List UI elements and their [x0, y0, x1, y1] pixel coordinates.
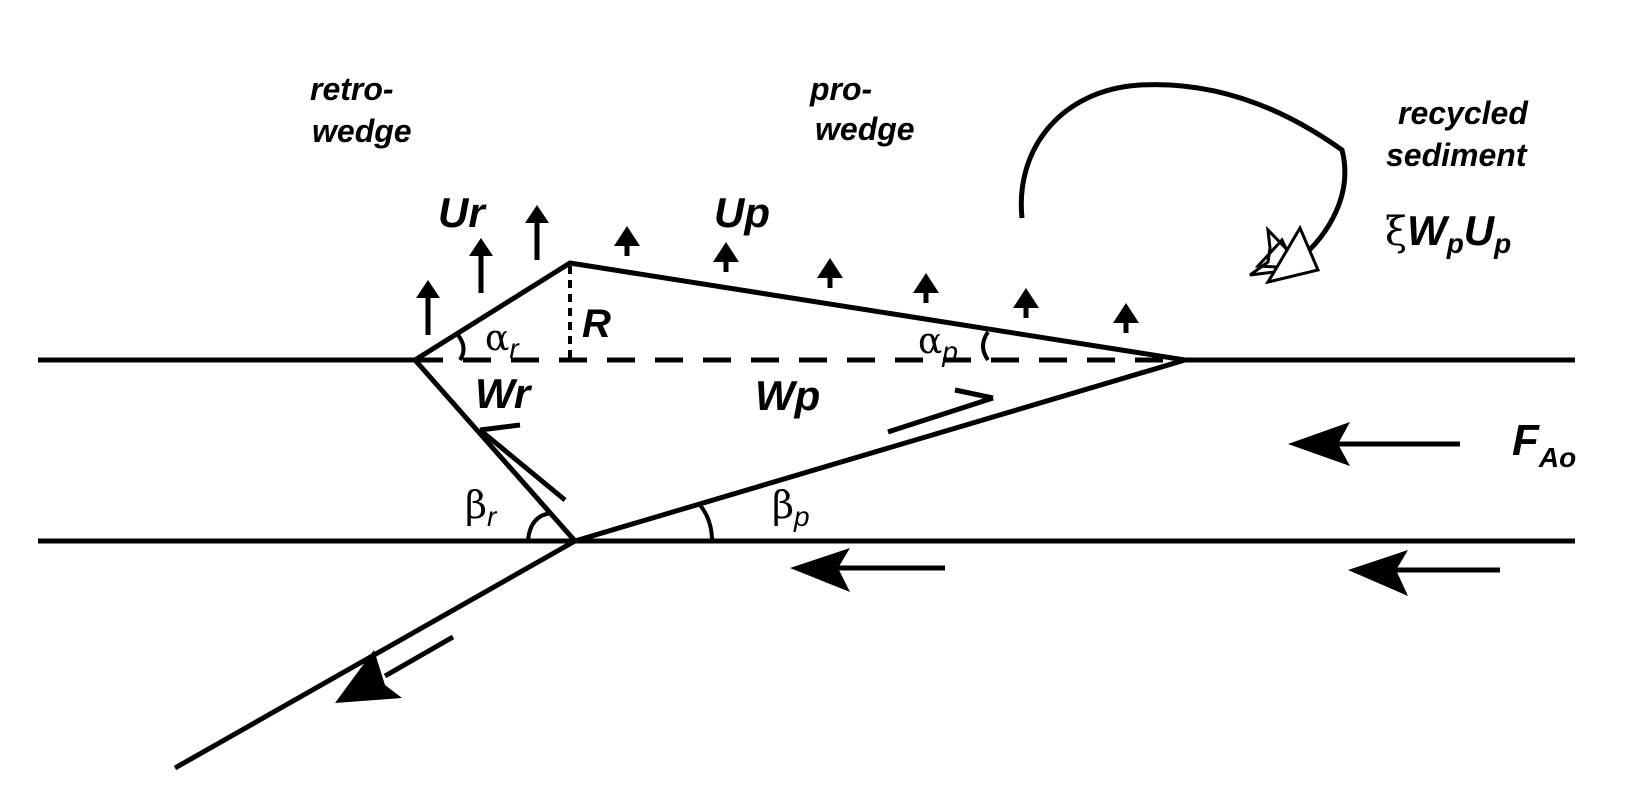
alpha-p-label: αp [918, 321, 958, 367]
width-retro-label: Wr [475, 370, 533, 417]
beta-r-label: βr [465, 483, 498, 532]
alpha-r-label: αr [485, 318, 520, 364]
uplift-pro-label: Up [714, 189, 770, 236]
lower-convergence-arrows [790, 548, 1500, 596]
wedge-outline [413, 260, 1186, 544]
pro-wedge-label-2: wedge [815, 111, 915, 147]
beta-r-arc [526, 511, 553, 542]
alpha-p-arc [981, 330, 990, 362]
retro-uplift-arrows [416, 205, 549, 335]
width-pro-label: Wp [755, 372, 820, 419]
retro-wedge-label-1: retro- [310, 71, 394, 107]
slab-arrow [335, 634, 455, 703]
recycled-sediment-label-1: recycled [1398, 95, 1529, 131]
pro-shear-arrow [887, 387, 994, 435]
retro-wedge-label-2: wedge [312, 113, 412, 149]
uplift-retro-label: Ur [438, 189, 487, 236]
force-label: FAo [1512, 416, 1576, 473]
recycled-sediment-label-2: sediment [1386, 137, 1528, 173]
beta-p-label: βp [772, 483, 810, 532]
retro-shear-arrow [478, 422, 567, 502]
beta-p-arc [698, 503, 714, 542]
pro-uplift-arrows [614, 226, 1139, 333]
recycled-flux-label: ξWpUp [1385, 207, 1511, 259]
height-label: R [582, 302, 611, 346]
pro-wedge-label-1: pro- [809, 71, 872, 107]
alpha-r-arc [456, 333, 466, 362]
recycled-arrow [1018, 82, 1348, 285]
force-arrow [1288, 422, 1460, 466]
